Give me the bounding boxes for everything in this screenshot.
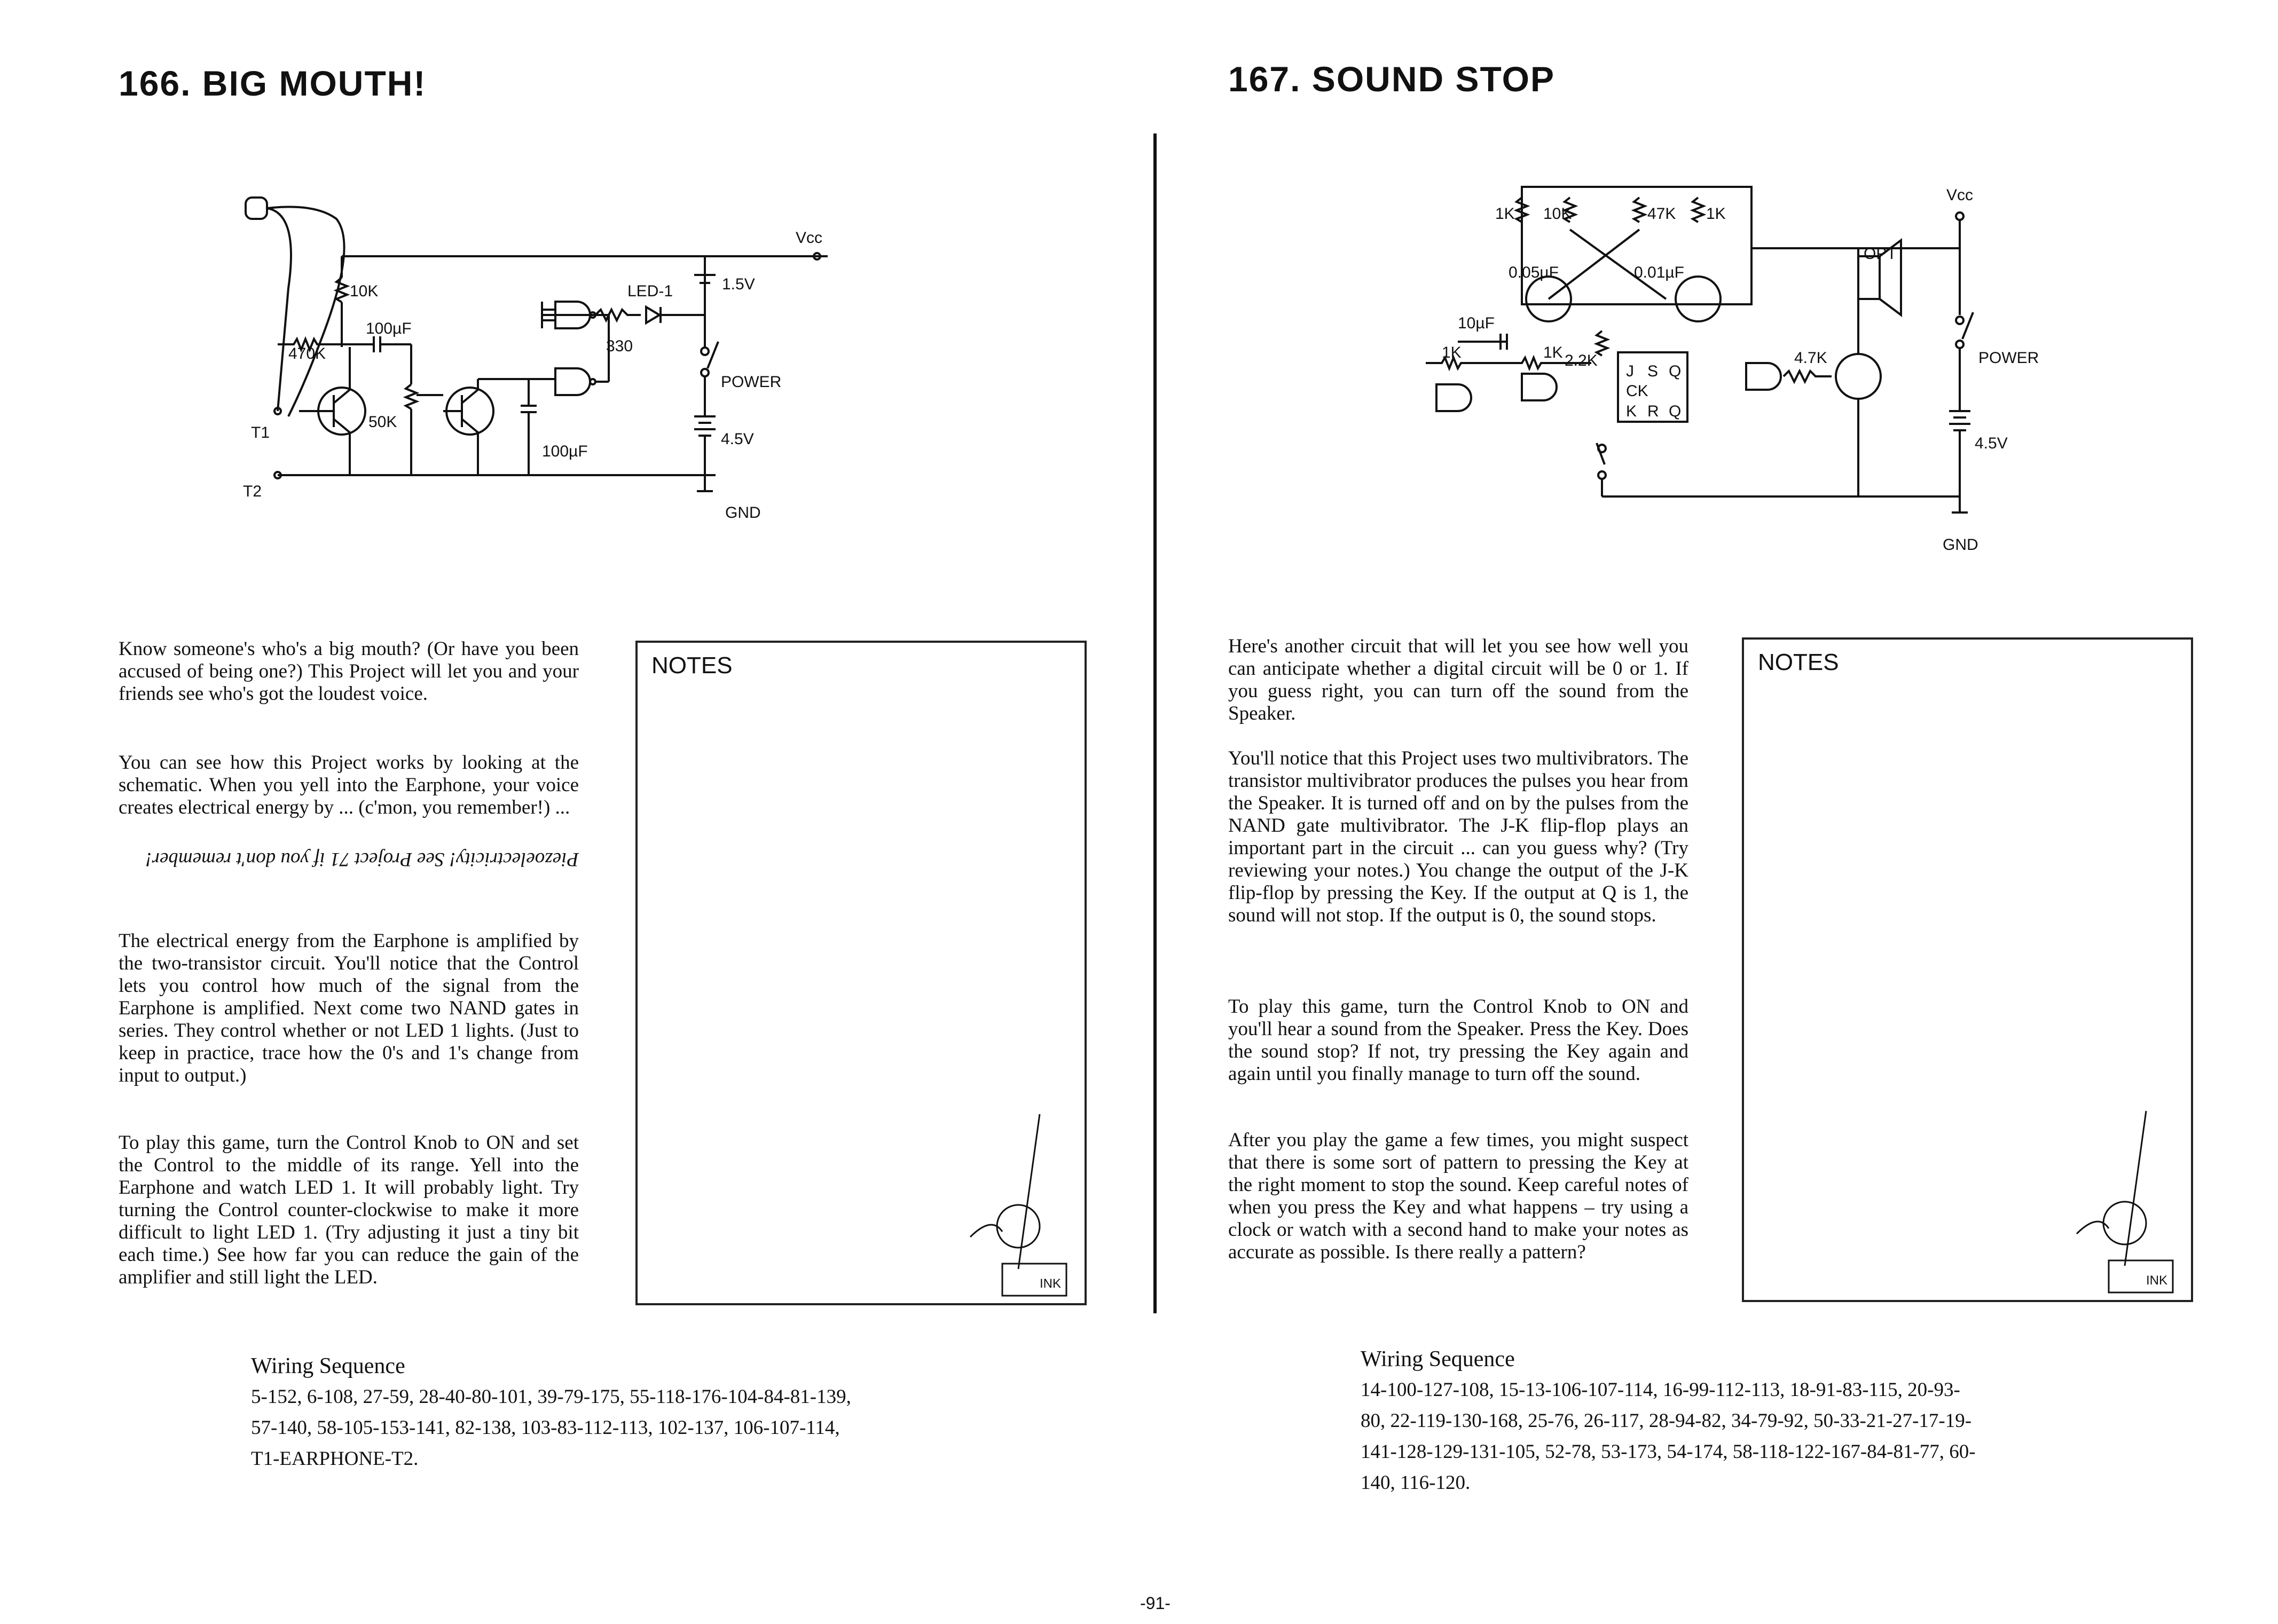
t2-label: T2 [243,483,262,500]
gnd-label: GND [725,504,761,522]
big-mouth-schematic: Vcc 1.5V POWER 4.5V GND LED-1 10K 470K 5… [243,196,828,522]
left-wiring-title: Wiring Sequence [251,1354,405,1378]
ff-qbar-label: Q [1669,403,1681,420]
earphone-icon [245,196,268,220]
right-paragraph-3: To play this game, turn the Control Knob… [1228,996,1688,1085]
battery-45v-label: 4.5V [721,430,754,448]
right-wiring-line: 14-100-127-108, 15-13-106-107-114, 16-99… [1361,1379,1960,1401]
ff-k-label: K [1626,403,1637,420]
left-notes-box[interactable]: NOTES INK [635,641,1087,1305]
power-label: POWER [721,373,781,391]
battery-45v-label: 4.5V [1975,435,2008,452]
left-wiring-line: T1-EARPHONE-T2. [251,1448,419,1470]
svg-text:INK: INK [1040,1276,1061,1291]
right-wiring-sequence: 14-100-127-108, 15-13-106-107-114, 16-99… [1361,1375,2119,1499]
left-paragraph-4: To play this game, turn the Control Knob… [119,1132,579,1288]
svg-text:INK: INK [2146,1273,2167,1288]
led-label: LED-1 [627,282,673,300]
resistor-1k-4-label: 1K [1543,344,1563,361]
left-paragraph-1: Know someone's who's a big mouth? (Or ha… [119,638,579,705]
ink-bottle-mascot-icon: INK [969,1114,1067,1297]
resistor-1k-label: 1K [1495,205,1515,223]
right-paragraph-1: Here's another circuit that will let you… [1228,635,1688,724]
ff-ck-label: CK [1626,382,1648,400]
gnd-label: GND [1943,536,1978,554]
cap-001uf-label: 0.01µF [1634,264,1684,281]
resistor-47k-2-label: 4.7K [1794,349,1827,367]
power-label: POWER [1978,349,2039,367]
resistor-330-label: 330 [606,337,633,355]
right-notes-label: NOTES [1758,649,1839,675]
left-paragraph-2: You can see how this Project works by lo… [119,752,579,818]
right-wiring-title: Wiring Sequence [1361,1347,1515,1371]
right-paragraph-2: You'll notice that this Project uses two… [1228,747,1688,926]
sound-stop-schematic: Vcc POWER 4.5V GND OPT 1K 10K 47K 1K 1K … [1426,186,2039,554]
opt-label: OPT [1864,245,1897,263]
left-wiring-line: 5-152, 6-108, 27-59, 28-40-80-101, 39-79… [251,1386,851,1408]
ink-bottle-mascot-icon: INK [2076,1110,2174,1294]
cap-100uf-label: 100µF [366,320,412,337]
left-wiring-line: 57-140, 58-105-153-141, 82-138, 103-83-1… [251,1417,840,1439]
ff-s-label: S [1647,362,1658,380]
right-wiring-line: 140, 116-120. [1361,1472,1471,1494]
resistor-1k-2-label: 1K [1706,205,1726,223]
page-number: -91- [1140,1594,1171,1613]
page-divider [1153,133,1157,1313]
right-wiring-line: 141-128-129-131-105, 52-78, 53-173, 54-1… [1361,1441,1976,1463]
left-notes-label: NOTES [651,652,733,679]
pot-50k-label: 50K [368,413,397,431]
resistor-1k-3-label: 1K [1442,344,1462,361]
left-wiring-sequence: 5-152, 6-108, 27-59, 28-40-80-101, 39-79… [251,1382,1020,1475]
t1-label: T1 [251,424,270,442]
ff-q-label: Q [1669,362,1681,380]
project-166-title: 166. BIG MOUTH! [119,64,427,103]
vcc-label: Vcc [1946,186,1973,204]
cap-10uf-label: 10µF [1458,314,1495,332]
project-167-title: 167. SOUND STOP [1228,59,1555,99]
left-paragraph-mirrored: Piezoelectricity! See Project 71 if you … [145,848,579,870]
cap-100uf-2-label: 100µF [542,443,588,460]
right-notes-box[interactable]: NOTES INK [1742,637,2193,1302]
battery-15v-label: 1.5V [722,275,755,293]
resistor-10k-label: 10K [350,282,378,300]
right-paragraph-4: After you play the game a few times, you… [1228,1129,1688,1263]
resistor-10k-label: 10K [1543,205,1572,223]
right-wiring-line: 80, 22-119-130-168, 25-76, 26-117, 28-94… [1361,1410,1972,1432]
left-paragraph-3: The electrical energy from the Earphone … [119,930,579,1086]
resistor-470k-label: 470K [288,345,326,362]
ff-j-label: J [1626,362,1634,380]
cap-005uf-label: 0.05µF [1509,264,1559,281]
resistor-47k-label: 47K [1647,205,1676,223]
ff-r-label: R [1647,403,1659,420]
resistor-22k-label: 2.2K [1565,352,1598,369]
vcc-label: Vcc [796,229,822,247]
